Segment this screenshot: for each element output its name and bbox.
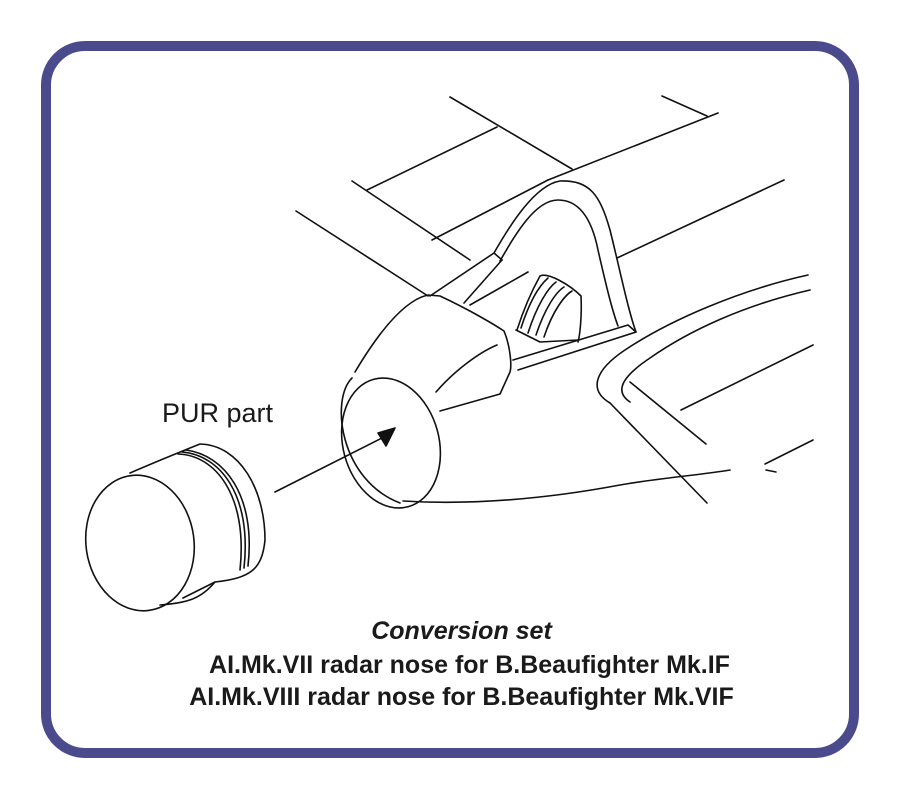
rounded-frame-border: [41, 41, 859, 758]
pur-part-label: PUR part: [162, 398, 274, 428]
wing-panel-lines: [295, 95, 785, 297]
caption-line-mk-if: AI.Mk.VII radar nose for B.Beaufighter M…: [209, 651, 730, 679]
canopy: [429, 180, 637, 371]
engine-nacelle: [596, 274, 814, 504]
seat-structure: [515, 274, 583, 343]
aircraft-nose: [340, 294, 731, 509]
insertion-arrow: [274, 427, 396, 493]
caption-line-mk-vif: AI.Mk.VIII radar nose for B.Beaufighter …: [189, 683, 734, 711]
caption-title: Conversion set: [371, 617, 552, 645]
pur-part-drawing: [84, 443, 266, 612]
